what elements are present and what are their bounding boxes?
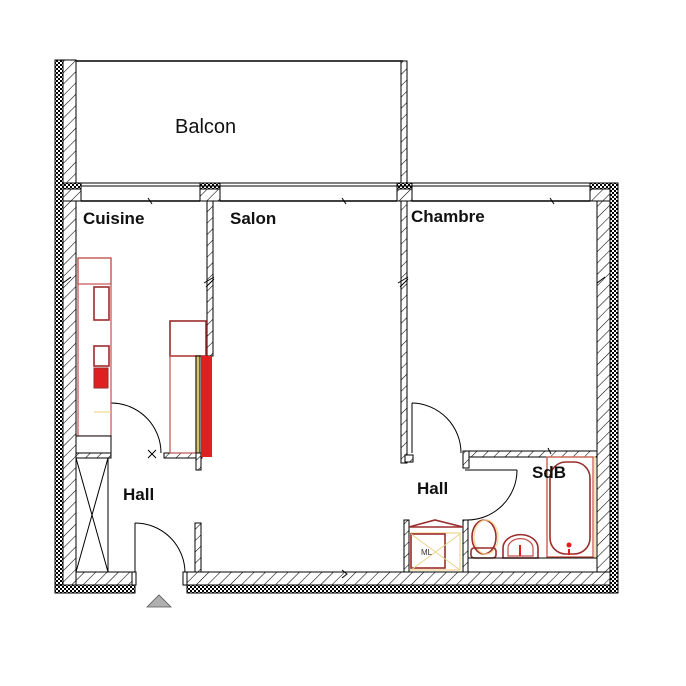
room-label-sdb: SdB bbox=[532, 463, 566, 482]
doors bbox=[110, 402, 518, 586]
balcony: Balcon bbox=[76, 60, 590, 205]
room-label-hall-left: Hall bbox=[123, 485, 154, 504]
washing-machine: ML bbox=[408, 519, 464, 571]
entrance-arrow-icon bbox=[146, 594, 172, 608]
room-label-salon: Salon bbox=[230, 209, 276, 228]
room-label-hall-right: Hall bbox=[417, 479, 448, 498]
exterior-walls bbox=[54, 59, 619, 594]
kitchen-fittings: Cuisine bbox=[75, 209, 212, 457]
room-label-chambre: Chambre bbox=[411, 207, 485, 226]
interior-walls bbox=[62, 200, 606, 579]
heater-icon bbox=[201, 356, 212, 457]
room-label-cuisine: Cuisine bbox=[83, 209, 144, 228]
room-label-balcon: Balcon bbox=[175, 116, 236, 138]
cooktop-icon bbox=[93, 367, 109, 389]
bathroom-fittings: SdB bbox=[468, 456, 597, 559]
washing-machine-label: ML bbox=[421, 548, 433, 557]
